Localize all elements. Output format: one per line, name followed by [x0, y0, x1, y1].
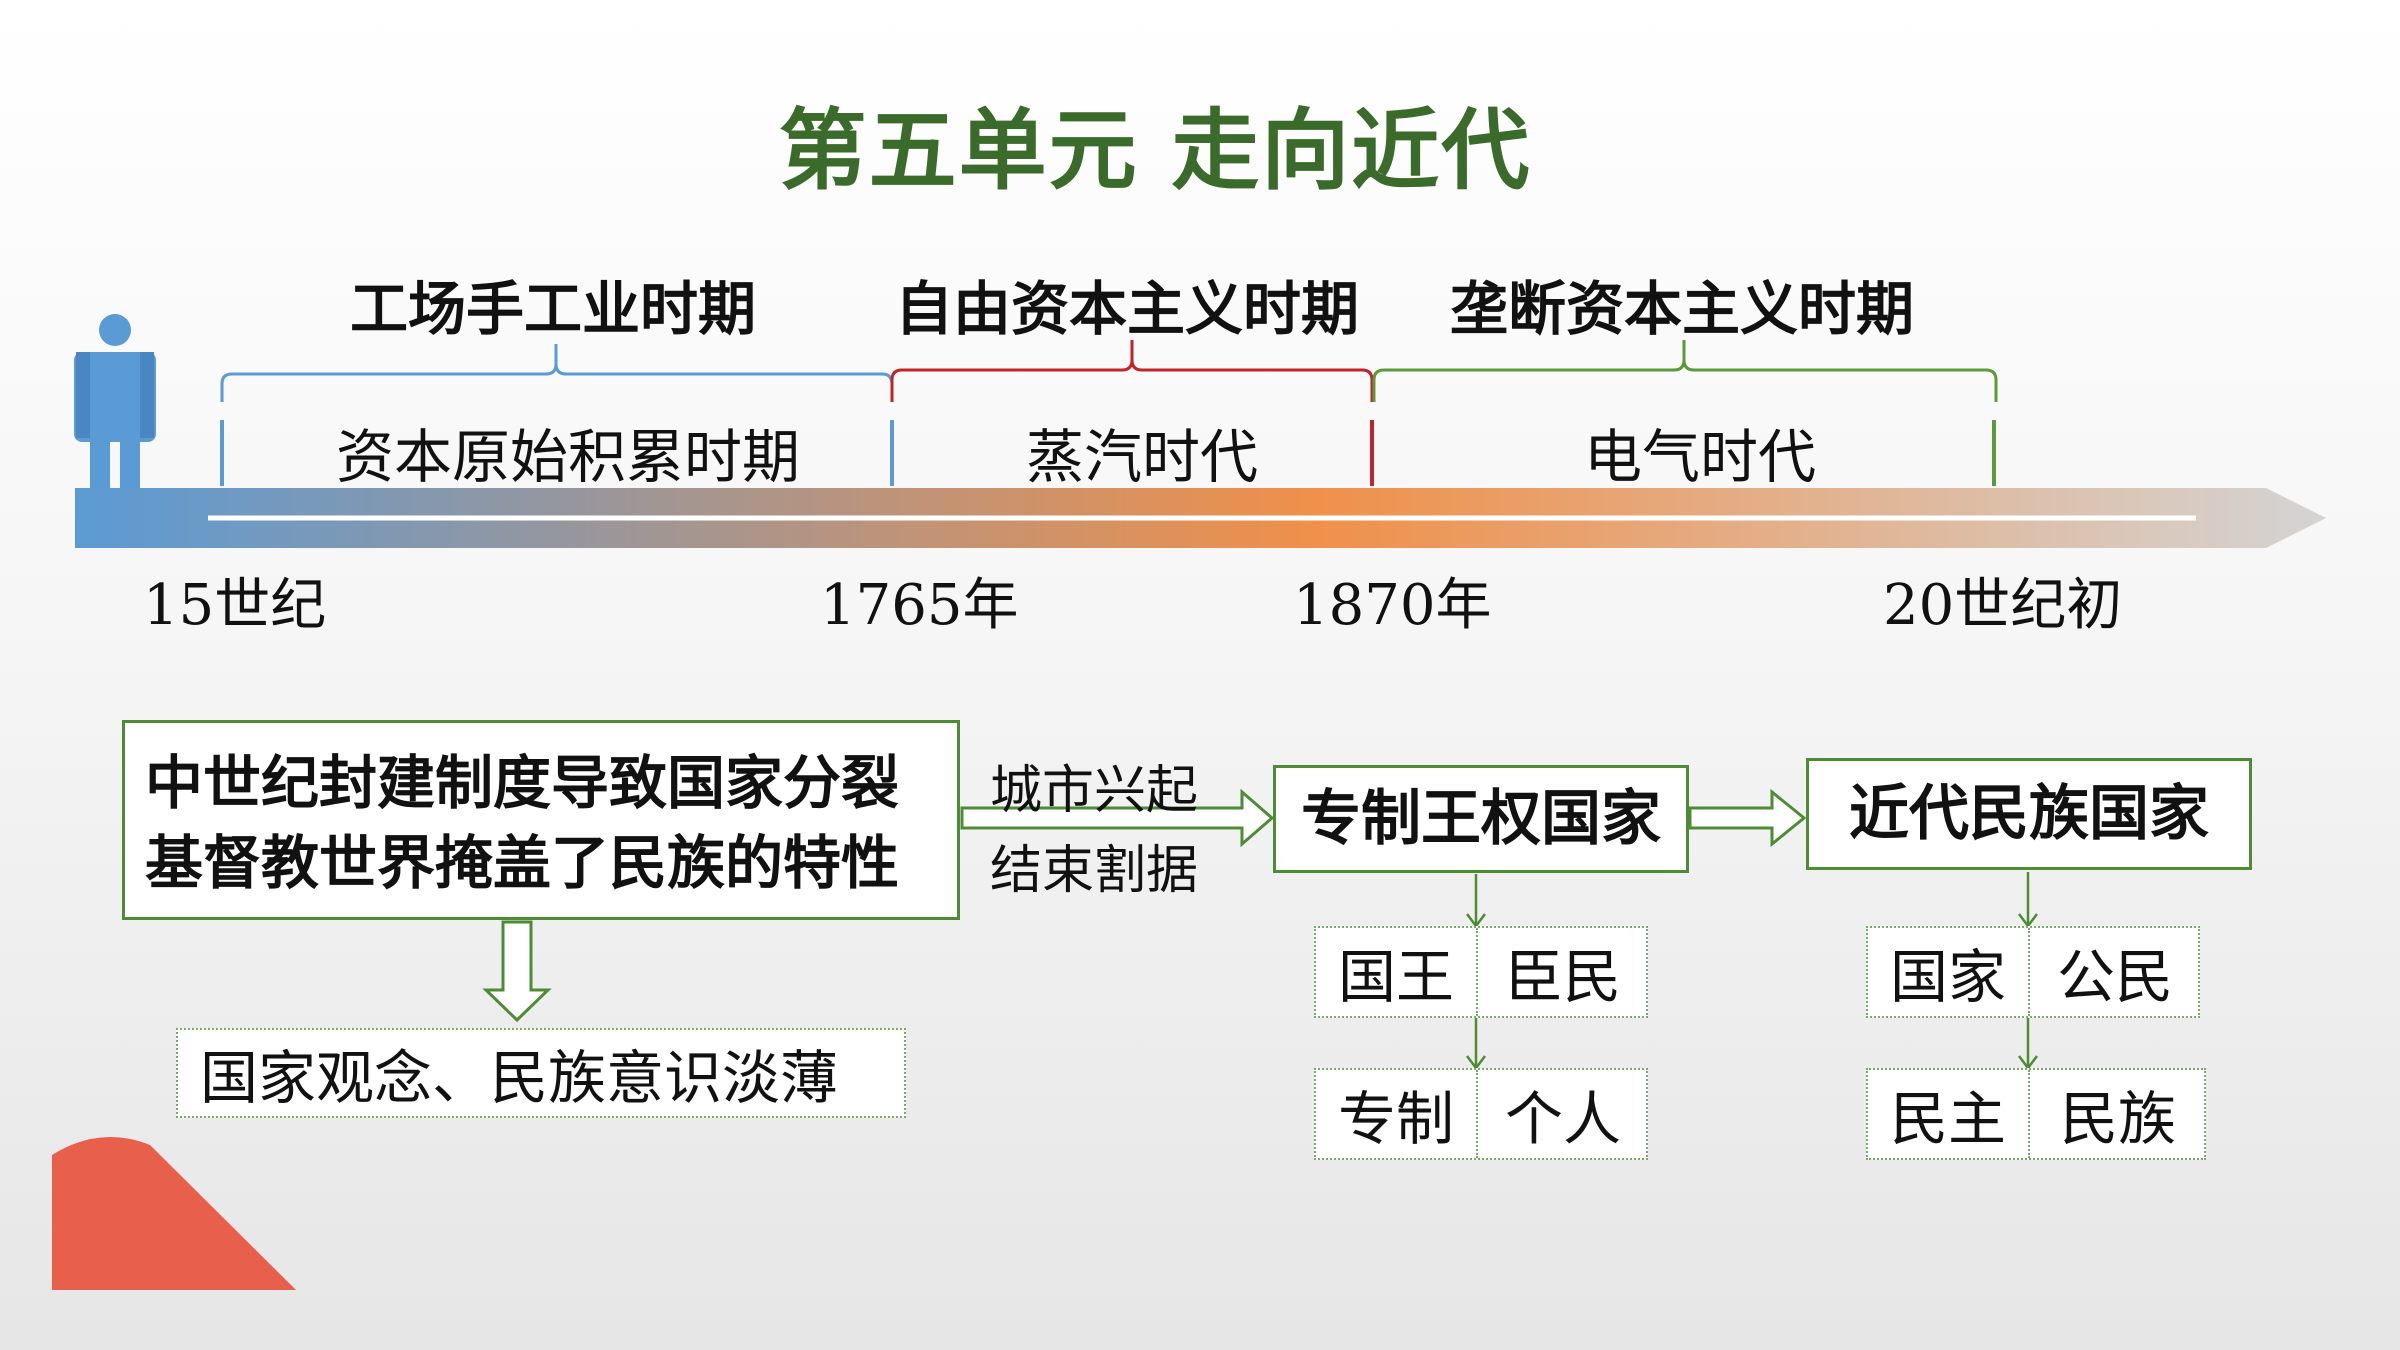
- result-text: 国家观念、民族意识淡薄: [200, 1044, 839, 1112]
- transition-label-1: 城市兴起: [990, 761, 1199, 821]
- era-label-3: 电气时代: [1584, 423, 1817, 491]
- bracket-period-2: [890, 340, 1374, 486]
- right-arrow-evolution: [1688, 788, 1807, 848]
- row-divider: [1476, 1070, 1478, 1158]
- down-arrow-cause: [482, 920, 552, 1023]
- era-label-2: 蒸汽时代: [1026, 423, 1259, 491]
- cause-line-1: 中世纪封建制度导致国家分裂: [145, 749, 900, 817]
- nation-row2-right: 民族: [2059, 1085, 2176, 1153]
- row-divider: [1476, 928, 1478, 1016]
- cause-line-2: 基督教世界掩盖了民族的特性: [145, 829, 900, 897]
- timeline-label-1765: 1765年: [820, 573, 1019, 638]
- person-icon: [74, 314, 156, 488]
- nation-row1-left: 国家: [1889, 943, 2006, 1011]
- transition-label-2: 结束割据: [990, 841, 1199, 901]
- bracket-period-3: [1372, 340, 1998, 486]
- corner-decoration: [52, 1137, 296, 1290]
- absolute-state-title: 专制王权国家: [1301, 784, 1661, 854]
- absolute-row2-right: 个人: [1504, 1085, 1621, 1153]
- absolute-row2-left: 专制: [1337, 1085, 1454, 1153]
- nation-row2-left: 民主: [1889, 1085, 2006, 1153]
- nation-state-title: 近代民族国家: [1849, 779, 2209, 849]
- nation-state-row-1: 国家 公民: [1866, 926, 2200, 1018]
- absolute-row1-left: 国王: [1337, 943, 1454, 1011]
- page-title: 第五单元 走向近代: [778, 99, 1532, 202]
- absolute-state-row-2: 专制 个人: [1314, 1068, 1648, 1160]
- nation-state-row-2: 民主 民族: [1866, 1068, 2206, 1160]
- period-label-1: 工场手工业时期: [350, 275, 757, 343]
- period-label-2: 自由资本主义时期: [895, 275, 1360, 343]
- result-box: 国家观念、民族意识淡薄: [176, 1028, 906, 1118]
- nation-state-box: 近代民族国家: [1806, 758, 2252, 870]
- period-label-3: 垄断资本主义时期: [1450, 275, 1915, 343]
- timeline-label-1870: 1870年: [1293, 573, 1492, 638]
- timeline-label-15c: 15世纪: [143, 573, 327, 638]
- nation-row1-right: 公民: [2056, 943, 2173, 1011]
- absolute-row1-right: 臣民: [1504, 943, 1621, 1011]
- timeline-label-20c: 20世纪初: [1883, 573, 2123, 638]
- cause-box: 中世纪封建制度导致国家分裂 基督教世界掩盖了民族的特性: [122, 720, 960, 920]
- timeline-arrow: [75, 488, 2326, 548]
- row-divider: [2028, 1070, 2030, 1158]
- absolute-state-box: 专制王权国家: [1273, 765, 1689, 873]
- era-label-1: 资本原始积累时期: [336, 423, 801, 491]
- right-arrow-transition: [960, 788, 1275, 848]
- absolute-state-row-1: 国王 臣民: [1314, 926, 1648, 1018]
- row-divider: [2028, 928, 2030, 1016]
